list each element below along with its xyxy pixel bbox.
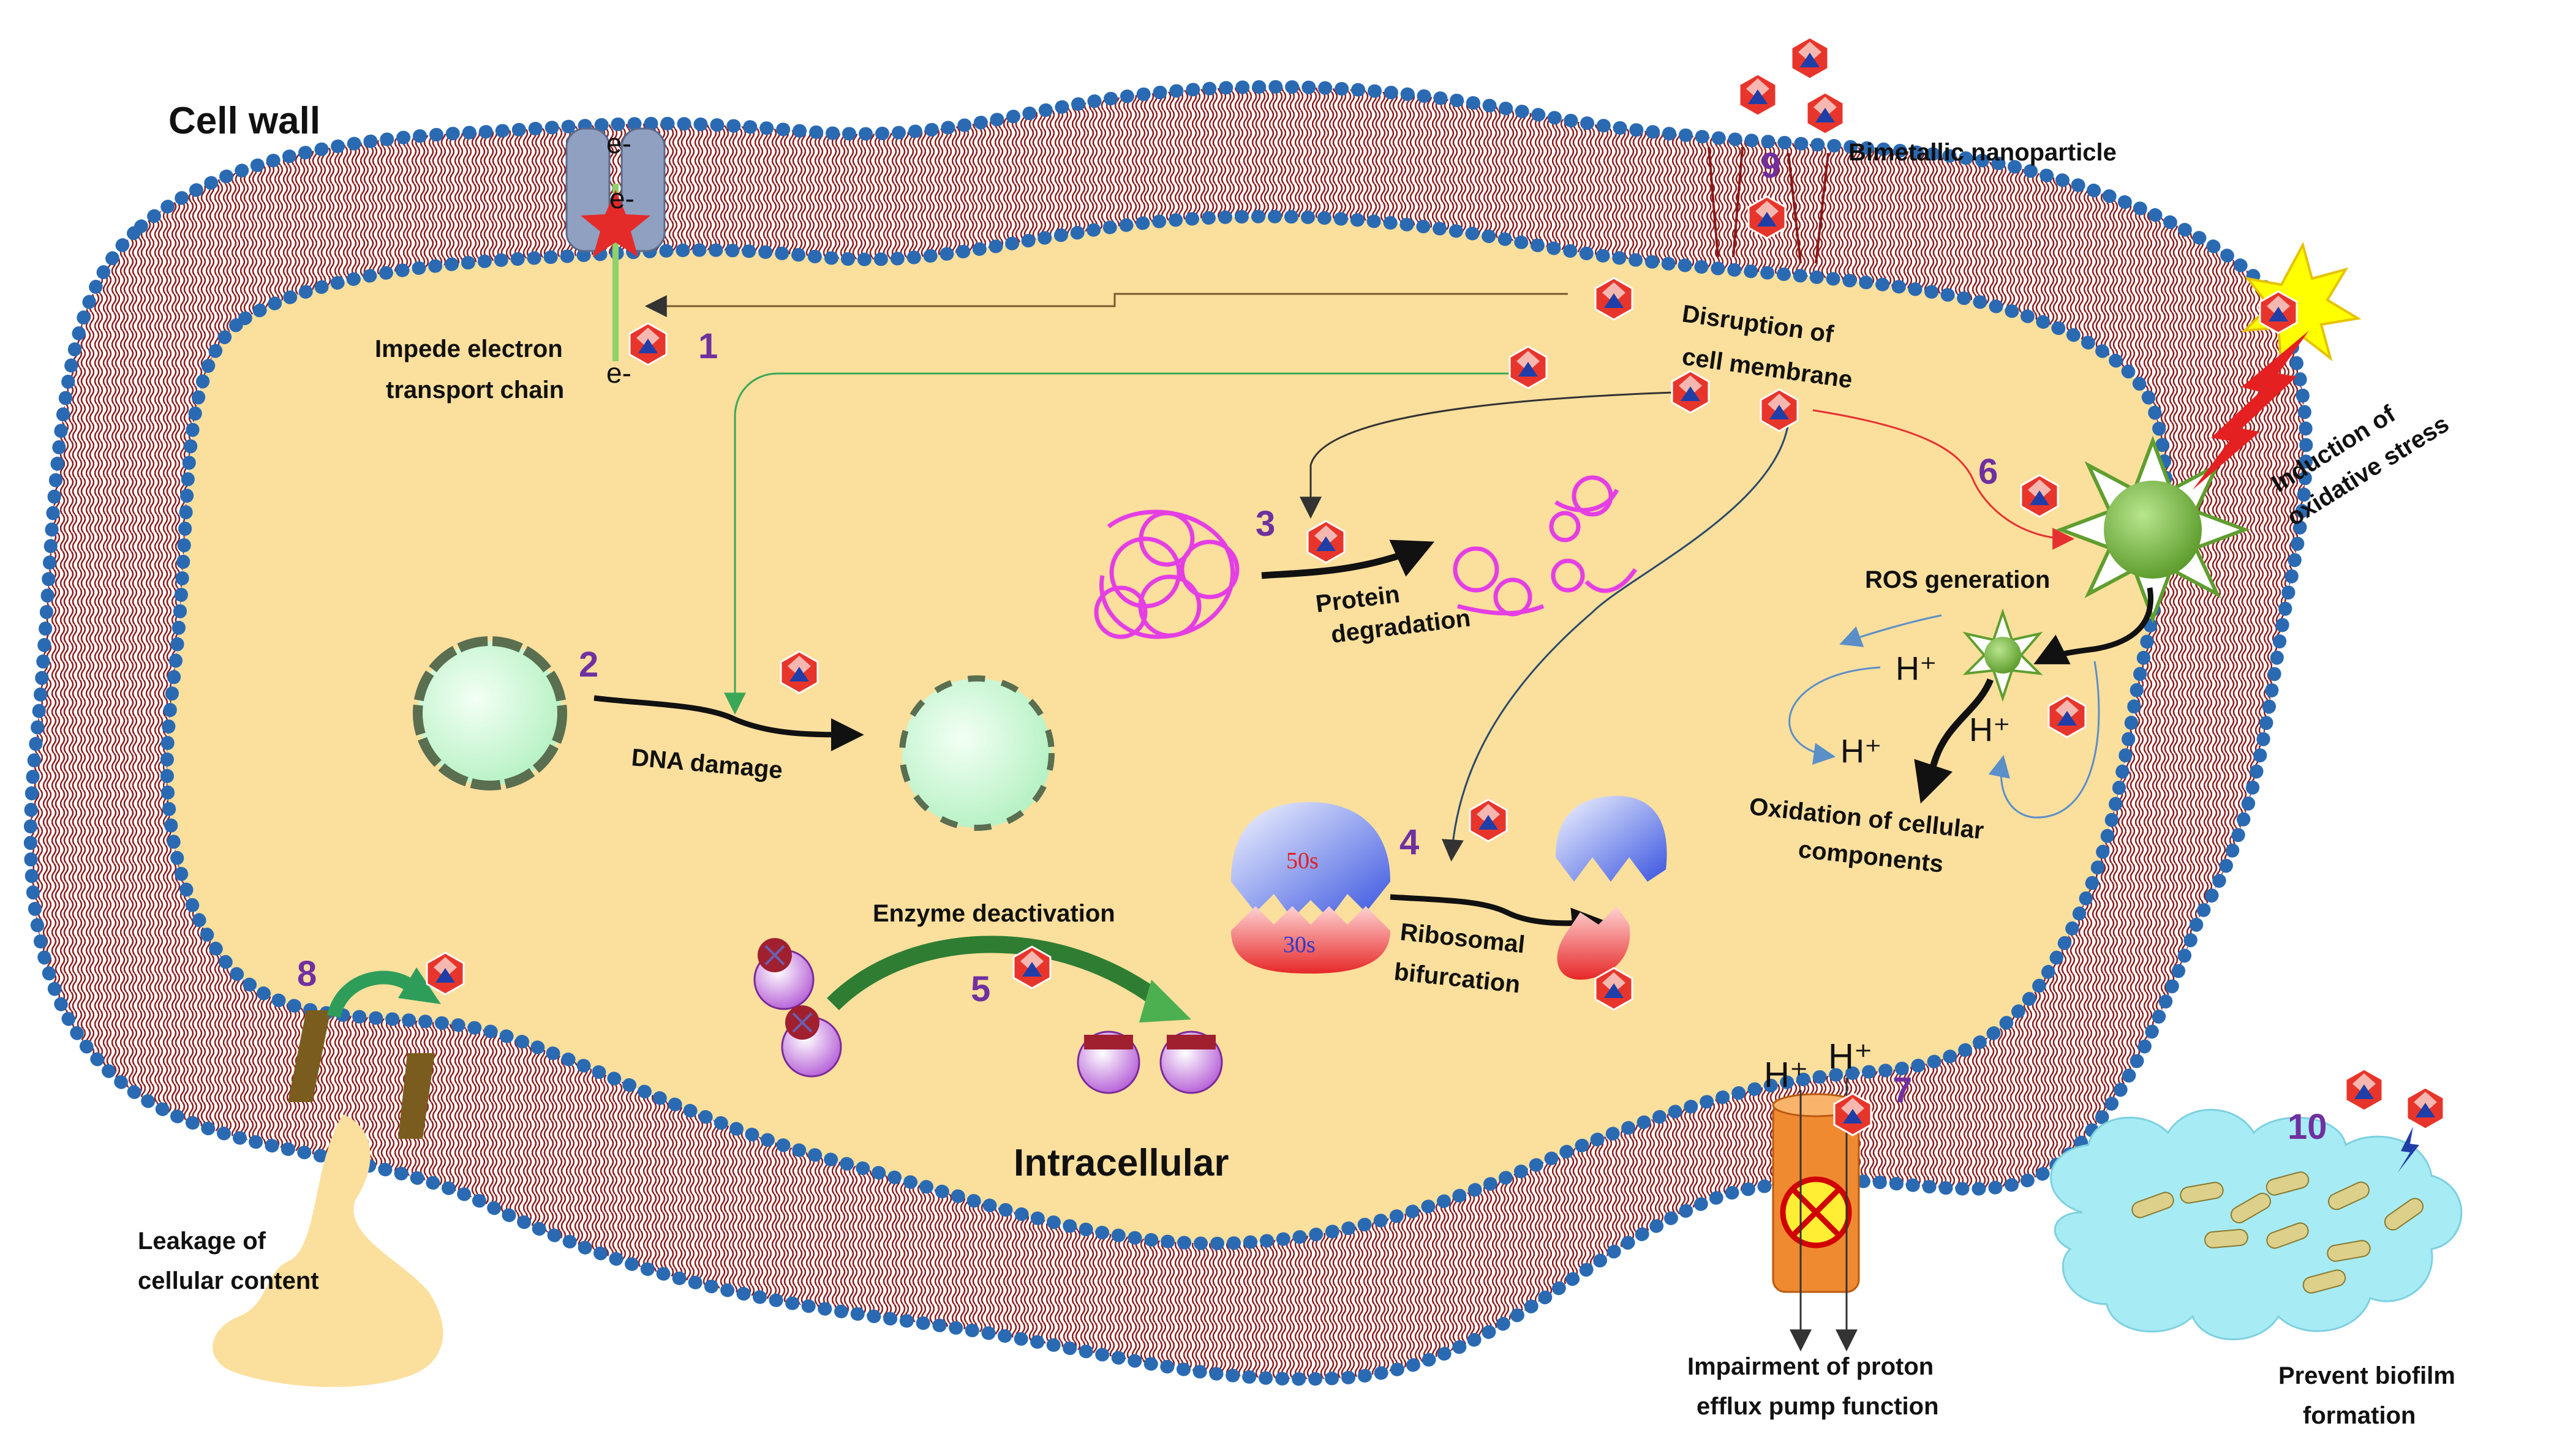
arrow-to-etc: [644, 293, 1568, 317]
biofilm-label-line2: formation: [2303, 1402, 2416, 1429]
proton-symbol-2: H⁺: [1969, 711, 2011, 748]
proton-symbol-4: H⁺: [1764, 1055, 1809, 1095]
number-2: 2: [579, 645, 598, 685]
arrow-to-ribosome: [1441, 422, 1790, 862]
nanoparticle-icon: [2406, 1086, 2445, 1130]
arrow-enzyme-head: [1139, 980, 1191, 1023]
proton-symbol-1: H⁺: [1896, 650, 1937, 687]
arrow-ros-to-small: [2033, 587, 2153, 664]
nanoparticle-icon: [2047, 694, 2087, 738]
nanoparticle-icon: [1760, 388, 1799, 432]
lightning-icon: [2193, 331, 2309, 490]
nanoparticle-icon: [2259, 290, 2298, 334]
cell-membrane: [23, 80, 2313, 1386]
proton-symbol-3: H⁺: [1840, 733, 1882, 770]
biofilm-lightning-icon: [2398, 1127, 2419, 1173]
arrow-to-protein: [1300, 391, 1691, 519]
nanoparticle-legend-label: Bimetallic nanoparticle: [1848, 139, 2117, 166]
ribosome-50s-label: 50s: [1286, 848, 1319, 874]
number-7: 7: [1892, 1070, 1912, 1110]
nanoparticle-icon: [1790, 36, 1829, 80]
nanoparticle-icon: [1306, 520, 1346, 564]
proton-pump-label-line2: efflux pump function: [1697, 1393, 1939, 1420]
arrow-ros-oxidation: [1914, 678, 1994, 804]
blue-cycle-2: [1788, 666, 1881, 765]
number-3: 3: [1256, 504, 1275, 544]
nanoparticle-icon: [2020, 474, 2059, 518]
ros-star-icon: [2055, 435, 2250, 624]
arrow-ribosome: [1390, 894, 1605, 941]
ribosome-icon: 50s 30s: [1231, 802, 1390, 974]
dna-circle-icon: [413, 636, 567, 790]
arrow-dna: [593, 695, 864, 751]
nanoparticle-icon: [1012, 945, 1052, 989]
blocked-star-icon: [581, 190, 650, 257]
number-8: 8: [297, 954, 317, 994]
blue-cycle-3: [1988, 661, 2100, 819]
nanoparticle-icon: [1469, 798, 1508, 843]
nanoparticle-icon: [1508, 345, 1548, 389]
electron-symbol-1: e-: [606, 127, 631, 159]
arrow-enzyme: [827, 936, 1169, 1012]
number-4: 4: [1399, 822, 1419, 862]
arrow-to-dna: [724, 372, 1513, 715]
proton-pump-label-line1: Impairment of proton: [1687, 1353, 1934, 1380]
number-10: 10: [2288, 1107, 2327, 1147]
biofilm-label-line1: Prevent biofilm: [2278, 1362, 2455, 1389]
arrow-leakage-head: [398, 967, 441, 1004]
number-1: 1: [698, 326, 718, 366]
number-5: 5: [971, 969, 990, 1009]
nanoparticle-icon: [2344, 1068, 2384, 1112]
impede-label-line2: transport chain: [386, 377, 564, 403]
leakage-label-line1: Leakage of: [138, 1228, 266, 1255]
proton-symbol-5: H⁺: [1828, 1037, 1873, 1076]
arrow-to-ros: [1812, 409, 2075, 550]
degraded-protein-icon: [1453, 475, 1637, 617]
enzyme-deactivation-label: Enzyme deactivation: [873, 900, 1115, 927]
nanoparticle-icon: [1738, 73, 1777, 117]
impede-label-line1: Impede electron: [375, 336, 563, 362]
electron-symbol-2: e-: [609, 182, 635, 214]
number-6: 6: [1978, 452, 1998, 492]
ribosome-30s-label: 30s: [1283, 932, 1316, 958]
small-ros-icon: [1962, 608, 2043, 702]
enzyme-inhibited-icon: [753, 938, 842, 1078]
blue-cycle-1: [1839, 614, 1942, 647]
number-9: 9: [1761, 146, 1780, 186]
cytoplasm: [160, 209, 2173, 1250]
nanoparticle-icon: [426, 951, 465, 996]
biofilm-icon: [2050, 1109, 2463, 1340]
nanoparticle-icon: [780, 650, 819, 694]
membrane-outer-heads: [23, 80, 2313, 1386]
leaked-content: [213, 1114, 443, 1387]
electron-symbol-3: e-: [606, 357, 631, 389]
nanoparticle-icon: [1671, 370, 1710, 414]
enzyme-deactivated-icon: [1077, 1030, 1223, 1094]
nanoparticle-icon: [1747, 195, 1787, 239]
damaged-dna-icon: [899, 675, 1055, 831]
nanoparticle-icon: [1594, 967, 1633, 1011]
electron-transport-protein: e- e- e-: [565, 127, 666, 389]
arrow-protein: [1261, 539, 1435, 579]
leakage-label-line2: cellular content: [138, 1267, 319, 1294]
nanoparticle-icon: [628, 322, 668, 366]
split-ribosome-icon: [1556, 796, 1667, 980]
intact-protein-icon: [1094, 509, 1240, 639]
bacteria-in-biofilm: [2131, 1171, 2424, 1294]
nanoparticle-icon: [1806, 91, 1845, 135]
nanoparticle-icon: [1833, 1092, 1872, 1136]
cell-wall-label: Cell wall: [168, 100, 320, 142]
ros-generation-label: ROS generation: [1865, 566, 2050, 593]
intracellular-label: Intracellular: [1014, 1142, 1229, 1184]
membrane-break: [1708, 146, 1829, 264]
nanoparticle-icon: [1594, 277, 1633, 321]
pump-icon: [1772, 1093, 1860, 1293]
leakage-channel: [288, 1010, 435, 1139]
